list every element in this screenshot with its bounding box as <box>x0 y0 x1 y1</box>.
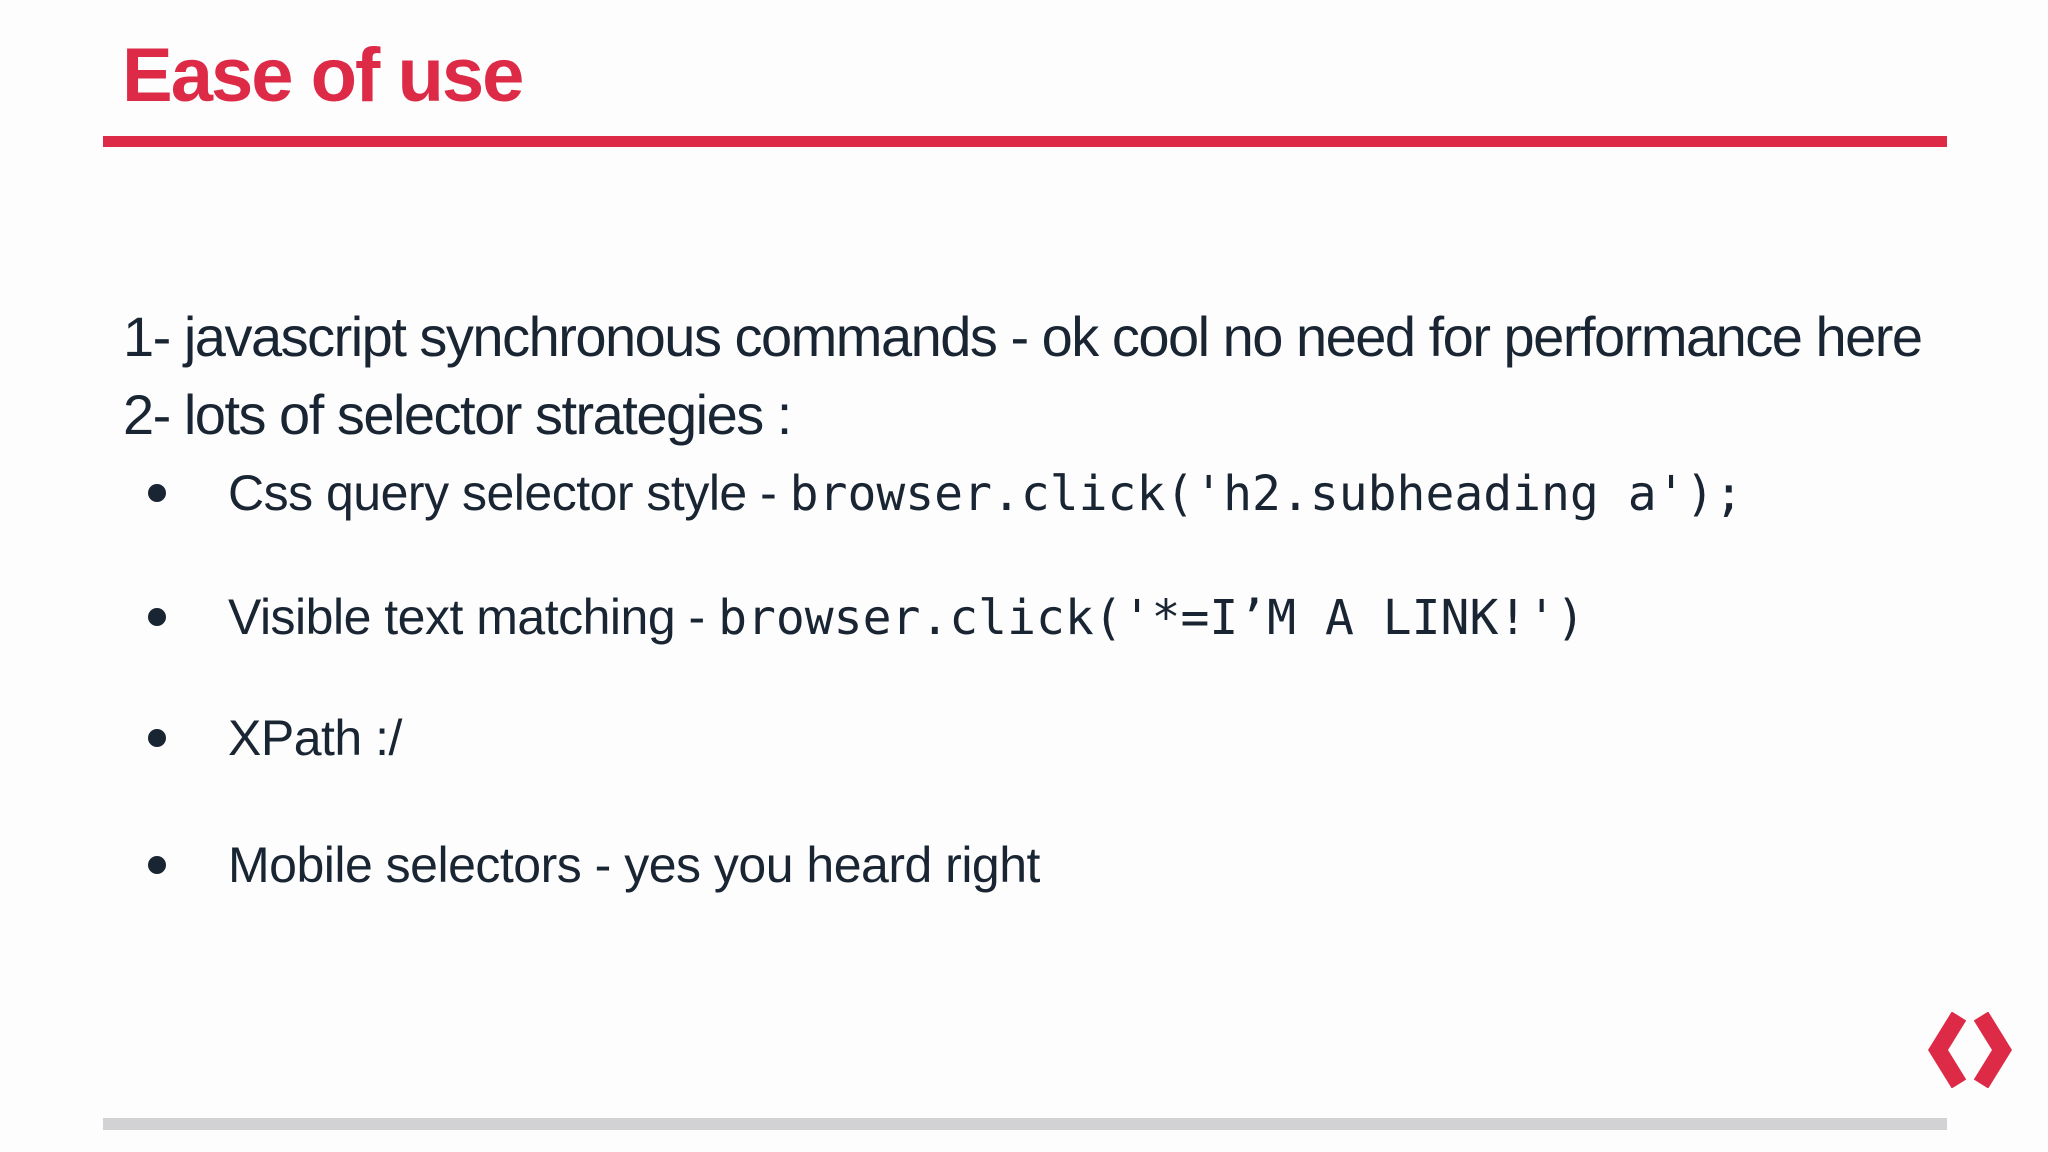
bullet-dot <box>148 608 166 626</box>
bullet-item-mobile-selectors: Mobile selectors - yes you heard right <box>148 840 1040 890</box>
bullet-label: XPath :/ <box>228 710 402 766</box>
code-snippet: browser.click('*=I’M A LINK!') <box>718 590 1586 646</box>
numbered-line-1: 1- javascript synchronous commands - ok … <box>123 305 1923 368</box>
code-brackets-icon <box>1928 1012 2012 1088</box>
bullet-item-css-selector: Css query selector style - browser.click… <box>148 468 1743 518</box>
footer-divider <box>103 1118 1947 1130</box>
bullet-item-visible-text: Visible text matching - browser.click('*… <box>148 592 1585 642</box>
bullet-label: Visible text matching - <box>228 589 719 645</box>
bullet-dot <box>148 484 166 502</box>
bullet-dot <box>148 729 166 747</box>
page-title: Ease of use <box>122 33 524 118</box>
title-underline <box>103 136 1947 147</box>
bullet-dot <box>148 856 166 874</box>
bullet-label: Mobile selectors - yes you heard right <box>228 837 1040 893</box>
numbered-line-2: 2- lots of selector strategies : <box>123 383 792 446</box>
bullet-label: Css query selector style - <box>228 465 790 521</box>
bullet-item-xpath: XPath :/ <box>148 713 402 763</box>
code-snippet: browser.click('h2.subheading a'); <box>789 466 1744 522</box>
